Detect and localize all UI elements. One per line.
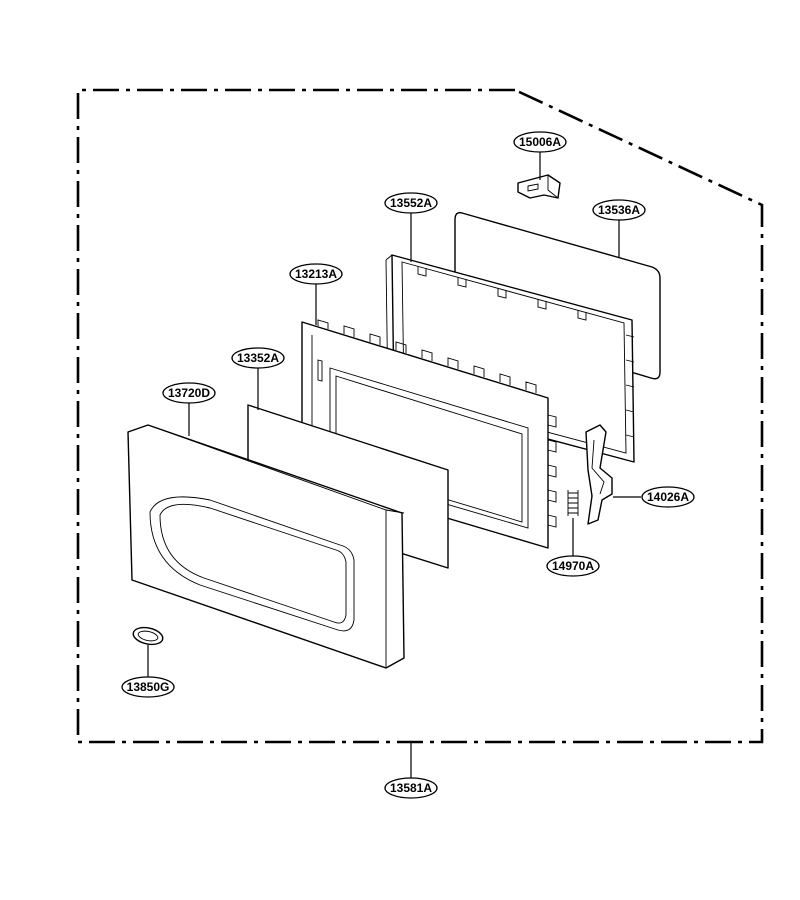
callout-text: 13213A <box>295 267 337 281</box>
part-14026A-latch <box>585 424 613 525</box>
callout-13581A: 13581A <box>384 777 438 799</box>
callout-text: 15006A <box>519 135 561 149</box>
callout-13352A: 13352A <box>231 347 285 369</box>
callout-13720D: 13720D <box>162 382 216 404</box>
callout-14970A: 14970A <box>546 555 600 577</box>
callout-13536A: 13536A <box>592 199 646 221</box>
callout-text: 13850G <box>127 680 170 694</box>
part-15006A-bracket <box>517 174 561 199</box>
callout-13552A: 13552A <box>384 192 438 214</box>
callout-15006A: 15006A <box>513 131 567 153</box>
callout-text: 14026A <box>647 490 689 504</box>
part-13720D-door-front <box>127 424 405 669</box>
callout-13213A: 13213A <box>289 263 343 285</box>
assembly-boundary <box>76 88 764 744</box>
callout-13850G: 13850G <box>121 676 175 698</box>
callout-text: 13536A <box>598 203 640 217</box>
callout-text: 13552A <box>390 196 432 210</box>
callout-text: 13720D <box>168 386 210 400</box>
leader-lines <box>147 152 641 778</box>
callout-text: 14970A <box>552 559 594 573</box>
callout-text: 13581A <box>390 781 432 795</box>
callout-text: 13352A <box>237 351 279 365</box>
callout-14026A: 14026A <box>641 486 695 508</box>
part-13850G-badge <box>132 626 164 646</box>
part-14970A-spring <box>567 490 579 516</box>
